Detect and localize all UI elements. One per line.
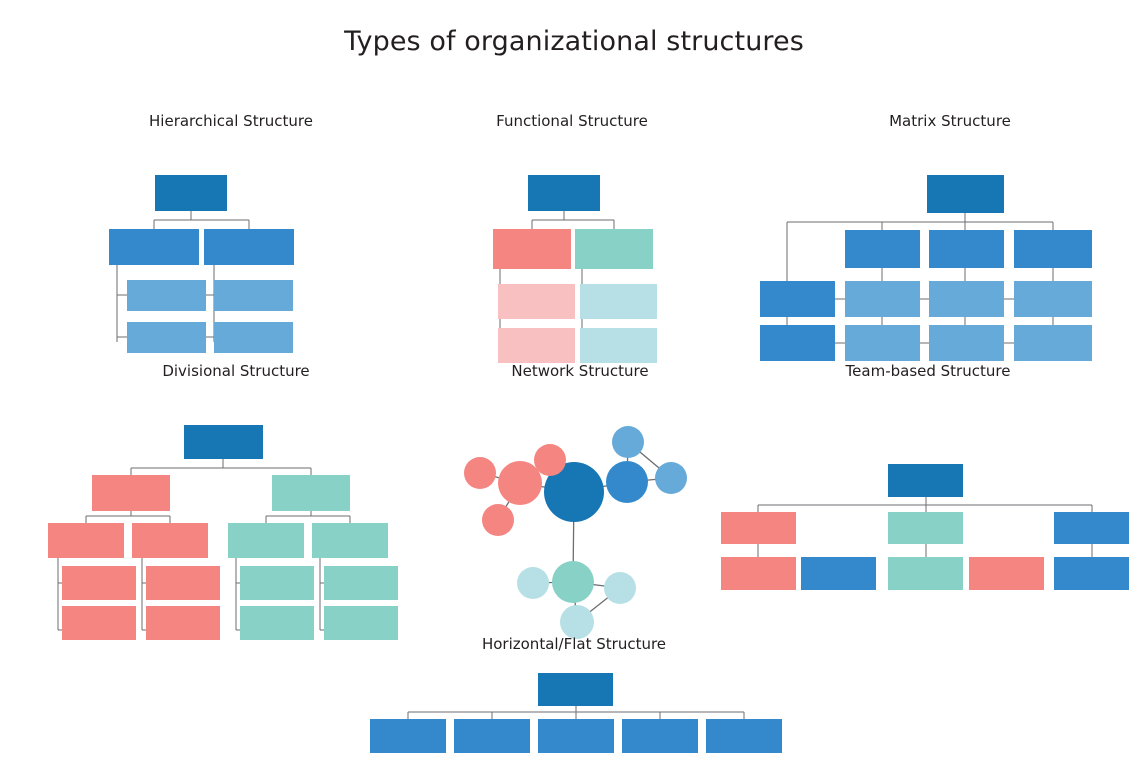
node-horizontal-flat-unit-1 [370, 719, 446, 753]
figure-team-based [716, 392, 1140, 607]
panel-title-network: Network Structure [511, 362, 649, 380]
network-node-node-teal-2 [604, 572, 636, 604]
node-divisional-unit-left-b [132, 523, 208, 558]
node-team-based-member-2 [801, 557, 876, 590]
figure-hierarchical [76, 142, 386, 353]
network-node-node-salmon-1 [464, 457, 496, 489]
network-node-hub-blue [606, 461, 648, 503]
node-divisional-team-left-b1 [146, 566, 220, 600]
node-divisional-root [184, 425, 263, 459]
node-matrix-row-head-2 [760, 325, 835, 361]
node-divisional-team-left-a2 [62, 606, 136, 640]
node-matrix-cell-1-1 [845, 281, 920, 317]
node-divisional-division-left [92, 475, 170, 511]
node-divisional-unit-right-b [312, 523, 388, 558]
node-team-based-team-lead-2 [888, 512, 963, 544]
node-horizontal-flat-unit-4 [622, 719, 698, 753]
node-matrix-cell-1-3 [1014, 281, 1092, 317]
node-horizontal-flat-unit-3 [538, 719, 614, 753]
network-node-node-salmon-3 [482, 504, 514, 536]
figure-matrix [760, 142, 1140, 361]
figure-network [440, 392, 720, 639]
node-horizontal-flat-unit-5 [706, 719, 782, 753]
node-hierarchical-level2-right [204, 229, 294, 265]
panel-title-horizontal-flat: Horizontal/Flat Structure [481, 635, 667, 653]
node-divisional-team-right-a2 [240, 606, 314, 640]
node-hierarchical-level3-right-b [214, 322, 293, 353]
node-divisional-team-right-b2 [324, 606, 398, 640]
node-hierarchical-root [155, 175, 227, 211]
node-functional-division-left [493, 229, 571, 269]
network-node-node-blue-1 [612, 426, 644, 458]
node-functional-division-right [575, 229, 653, 269]
node-matrix-column-head-3 [1014, 230, 1092, 268]
node-team-based-team-lead-3 [1054, 512, 1129, 544]
figure-functional [432, 142, 712, 363]
node-matrix-column-head-1 [845, 230, 920, 268]
figure-horizontal-flat [348, 665, 800, 760]
panel-title-functional: Functional Structure [496, 112, 648, 130]
node-functional-sub-right-a [580, 284, 657, 319]
node-divisional-unit-left-a [48, 523, 124, 558]
network-node-hub-center [544, 462, 604, 522]
node-team-based-member-3 [888, 557, 963, 590]
node-horizontal-flat-unit-2 [454, 719, 530, 753]
node-matrix-cell-1-2 [929, 281, 1004, 317]
node-functional-sub-right-b [580, 328, 657, 363]
network-node-hub-salmon [498, 461, 542, 505]
node-hierarchical-level2-left [109, 229, 199, 265]
node-matrix-row-head-1 [760, 281, 835, 317]
node-team-based-root [888, 464, 963, 497]
page-title: Types of organizational structures [344, 26, 804, 57]
network-graph-network [464, 426, 687, 639]
network-node-node-blue-2 [655, 462, 687, 494]
node-hierarchical-level3-left-a [127, 280, 206, 311]
network-node-node-salmon-2 [534, 444, 566, 476]
node-hierarchical-level3-right-a [214, 280, 293, 311]
panel-title-matrix: Matrix Structure [889, 112, 1011, 130]
node-team-based-member-1 [721, 557, 796, 590]
network-node-node-teal-3 [560, 605, 594, 639]
network-node-hub-teal [552, 561, 594, 603]
node-divisional-team-right-a1 [240, 566, 314, 600]
panel-title-team-based: Team-based Structure [845, 362, 1011, 380]
node-divisional-division-right [272, 475, 350, 511]
node-functional-sub-left-a [498, 284, 575, 319]
node-divisional-team-left-b2 [146, 606, 220, 640]
node-horizontal-flat-root [538, 673, 613, 706]
panel-title-divisional: Divisional Structure [162, 362, 310, 380]
node-team-based-team-lead-1 [721, 512, 796, 544]
node-matrix-root [927, 175, 1004, 213]
node-hierarchical-level3-left-b [127, 322, 206, 353]
node-matrix-column-head-2 [929, 230, 1004, 268]
node-divisional-team-right-b1 [324, 566, 398, 600]
node-matrix-cell-2-2 [929, 325, 1004, 361]
node-team-based-member-4 [969, 557, 1044, 590]
network-node-node-teal-1 [517, 567, 549, 599]
node-matrix-cell-2-3 [1014, 325, 1092, 361]
node-functional-root [528, 175, 600, 211]
node-functional-sub-left-b [498, 328, 575, 363]
node-divisional-unit-right-a [228, 523, 304, 558]
node-team-based-member-5 [1054, 557, 1129, 590]
panel-title-hierarchical: Hierarchical Structure [149, 112, 313, 130]
node-divisional-team-left-a1 [62, 566, 136, 600]
figure-divisional [36, 392, 436, 640]
node-matrix-cell-2-1 [845, 325, 920, 361]
